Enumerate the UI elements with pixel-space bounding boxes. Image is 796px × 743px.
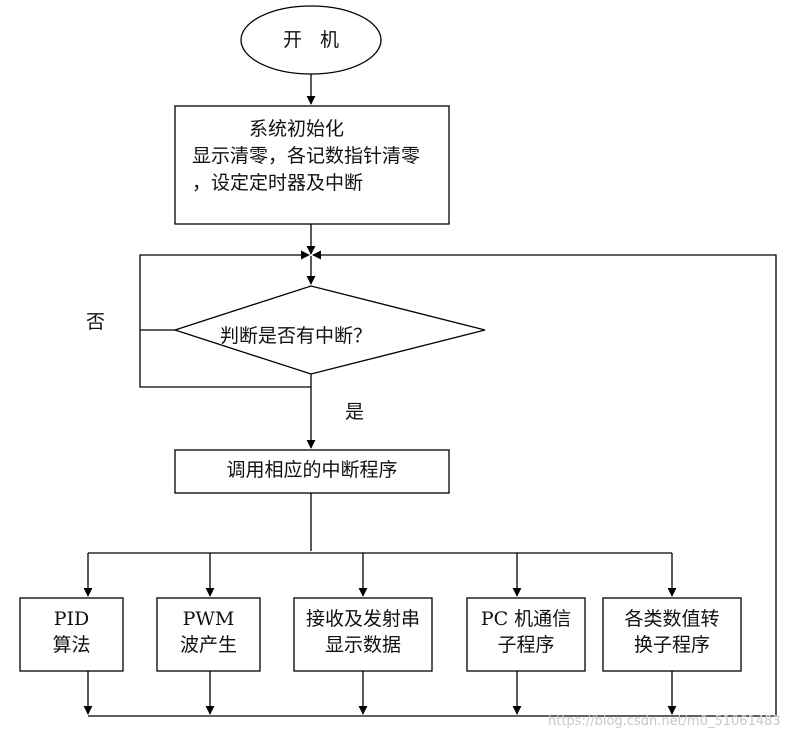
serial-box bbox=[293, 597, 433, 672]
init-process-box bbox=[174, 105, 450, 225]
decision-label: 判断是否有中断？ bbox=[220, 325, 373, 347]
conversion-box bbox=[602, 597, 742, 672]
edge-no-loop-body bbox=[139, 250, 311, 388]
pwm-label-line1: PWM bbox=[182, 608, 235, 630]
call-isr-box bbox=[174, 449, 450, 494]
start-label: 开 机 bbox=[282, 29, 340, 51]
pwm-label-line2: 波产生 bbox=[179, 634, 237, 656]
conversion-label-line2: 换子程序 bbox=[633, 634, 710, 656]
watermark: https://blog.csdn.net/m0_51061483 bbox=[548, 714, 781, 729]
call-isr-label: 调用相应的中断程序 bbox=[226, 459, 398, 481]
return-bus-loop bbox=[88, 250, 777, 717]
conversion-label-line1: 各类数值转 bbox=[624, 608, 720, 630]
serial-label-line1: 接收及发射串 bbox=[305, 608, 420, 630]
serial-label-line2: 显示数据 bbox=[324, 634, 401, 656]
yes-label: 是 bbox=[345, 401, 365, 423]
pid-label-line2: 算法 bbox=[52, 634, 91, 656]
pid-box bbox=[19, 597, 124, 672]
pwm-box bbox=[156, 597, 261, 672]
init-label-line1: 系统初始化 bbox=[249, 118, 345, 140]
init-label-line2: 显示清零，各记数指针清零 bbox=[192, 145, 421, 167]
pid-label-line1: PID bbox=[53, 608, 90, 630]
no-label: 否 bbox=[86, 311, 106, 333]
interrupt-decision-diamond bbox=[172, 285, 486, 375]
pc-comm-box bbox=[466, 597, 586, 672]
init-label-line3: ，设定定时器及中断 bbox=[192, 172, 364, 194]
pc-comm-label-line2: 子程序 bbox=[497, 634, 555, 656]
pc-comm-label-line1: PC 机通信 bbox=[480, 608, 572, 630]
